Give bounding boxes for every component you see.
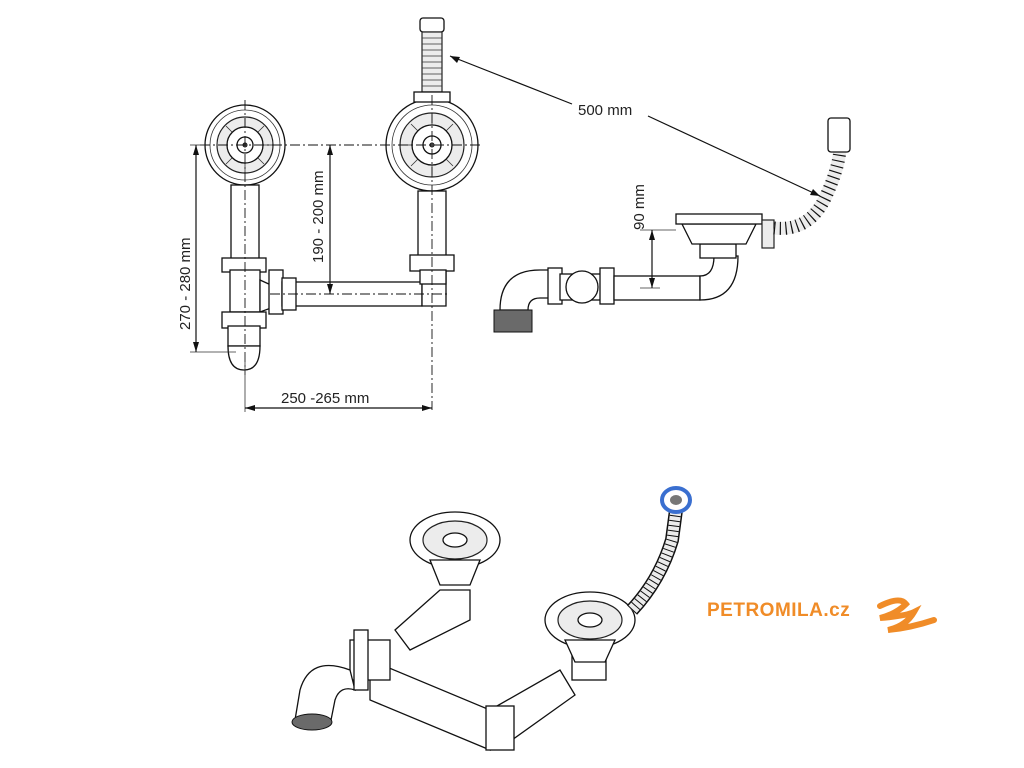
hose-length-label: 500 mm bbox=[578, 102, 632, 119]
overflow-hose-corrugated bbox=[421, 31, 443, 93]
bowl-spacing-label: 250 -265 mm bbox=[281, 390, 369, 407]
side-view: 90 mm bbox=[493, 117, 851, 333]
outlet-height-label: 270 - 280 mm bbox=[177, 237, 194, 330]
dim-hose-length: 500 mm bbox=[449, 55, 821, 197]
dim-bowl-to-pipe: 190 - 200 mm bbox=[310, 145, 333, 294]
dim-outlet-height: 270 - 280 mm bbox=[177, 144, 236, 353]
dim-bowl-spacing: 250 -265 mm bbox=[244, 352, 432, 412]
isometric-render bbox=[291, 486, 692, 751]
basket-depth-label: 90 mm bbox=[631, 184, 648, 230]
front-view bbox=[200, 17, 480, 410]
logo-swirl-icon bbox=[877, 597, 937, 633]
brand-logo: PETROMILA.cz bbox=[707, 600, 851, 621]
bowl-to-pipe-label: 190 - 200 mm bbox=[310, 170, 327, 263]
